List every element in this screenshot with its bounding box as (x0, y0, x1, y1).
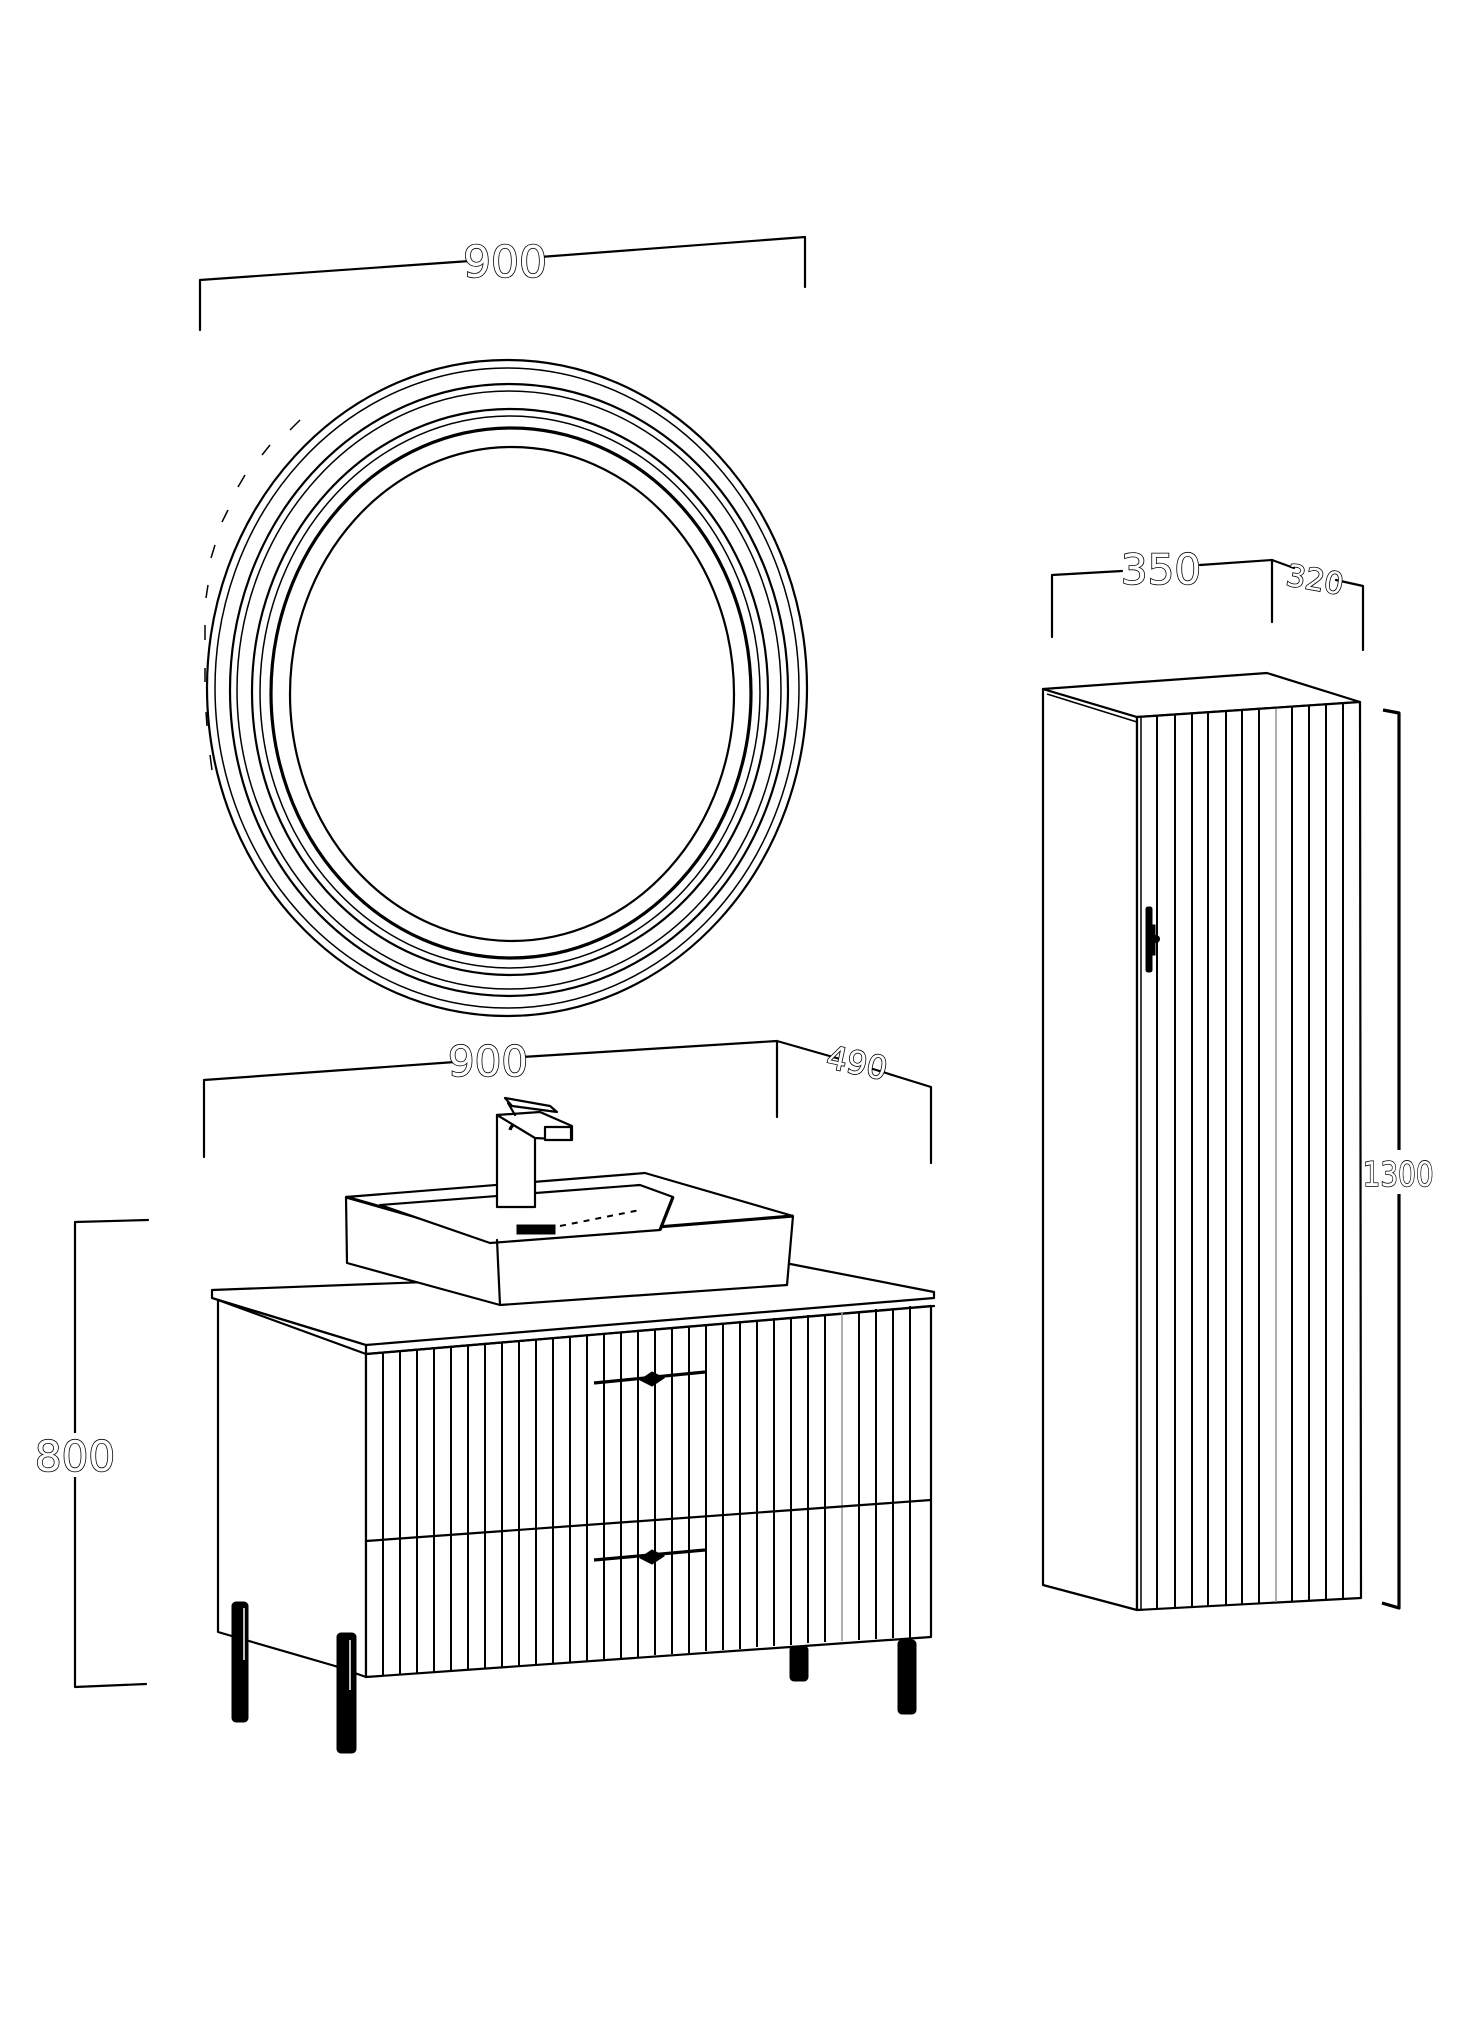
drawer-divider (364, 1498, 933, 1543)
tall-cabinet-width-label: 350 (1121, 545, 1201, 594)
vanity-height-label: 800 (35, 1432, 115, 1481)
drawer-handle-bottom (593, 1548, 706, 1565)
mirror-width-label: 900 (463, 237, 547, 288)
tall-cabinet-width-depth-dimension: 350 320 (1050, 544, 1365, 652)
vessel-sink (344, 1171, 795, 1307)
tall-cabinet-depth-label: 320 (1284, 558, 1346, 602)
drawer-handle-top (593, 1370, 706, 1387)
vanity-legs (231, 1601, 917, 1754)
tall-cabinet-handle (1145, 906, 1160, 973)
round-mirror (204, 358, 809, 1018)
faucet (495, 1096, 574, 1209)
vanity-flutes (382, 1306, 911, 1676)
tall-cabinet-flutes (1156, 704, 1344, 1609)
vanity-width-label: 900 (448, 1037, 528, 1086)
vanity-width-depth-dimension: 900 490 (202, 1036, 933, 1165)
tall-cabinet-height-dimension: 1300 (1362, 708, 1434, 1610)
vanity-height-dimension: 800 (34, 1218, 150, 1689)
mirror-width-dimension: 900 (198, 235, 807, 332)
vanity-cabinet (210, 1260, 936, 1754)
vanity-depth-label: 490 (823, 1038, 891, 1088)
tall-cabinet (1041, 671, 1363, 1612)
tall-cabinet-height-label: 1300 (1363, 1155, 1434, 1194)
